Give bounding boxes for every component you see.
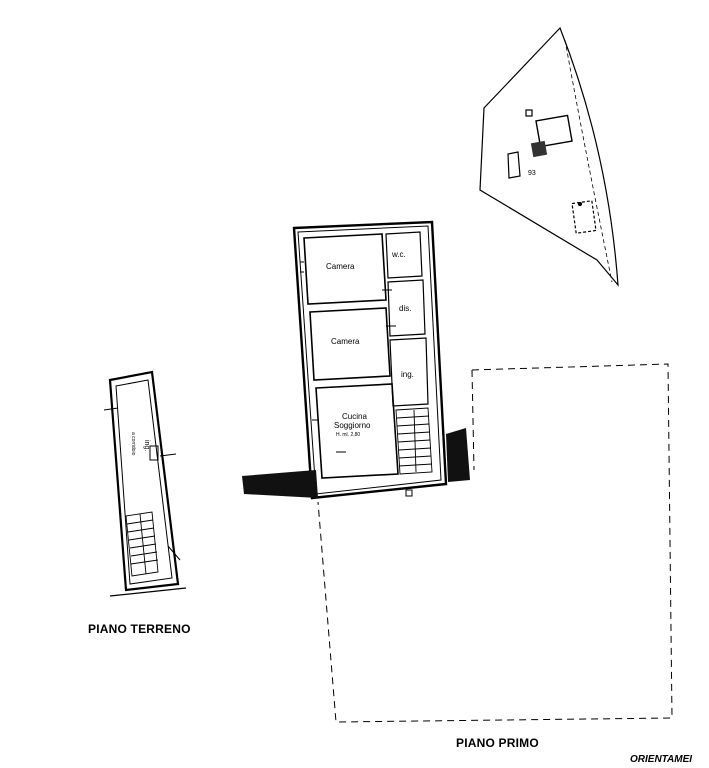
camera-top-outline [303,233,387,305]
parcel-number: 93 [528,170,536,177]
terrain-shade-left [242,470,318,498]
room-label-camera-top: Camera [326,262,355,271]
outer-wall [292,220,448,500]
site-hatched-area [530,140,548,158]
piano-terreno-plan [103,370,187,597]
ground-baseline [109,587,187,597]
terrace-outline [317,363,673,723]
terrace-edge [471,369,475,471]
wc-outline [385,231,423,279]
orientation-label: ORIENTAMEI [630,754,693,765]
ground-inner-wall [115,379,173,585]
terrain-shade-right [446,428,470,482]
room-label-soggiorno: Soggiorno [334,421,371,430]
cucina-outline [315,383,399,479]
ground-outer-wall [108,370,180,592]
room-label-ing: ing. [401,370,414,379]
piano-primo-plan [292,220,673,723]
title-piano-primo: PIANO PRIMO [456,736,539,750]
dis-outline [387,279,426,337]
site-point [577,201,583,207]
inner-wall-line [297,225,442,495]
room-label-camera-middle: Camera [331,337,360,346]
ground-label-ing: ing. [143,440,150,452]
pillar [405,489,413,497]
site-map [479,26,619,287]
ground-stairs [125,511,159,577]
camera-middle-outline [309,307,391,381]
site-small-box [525,109,533,117]
ing-outline [389,337,429,407]
ground-label-corridor: a corridoio [130,432,136,456]
site-annex [507,151,521,179]
doors [300,261,396,453]
title-piano-terreno: PIANO TERRENO [88,622,191,636]
site-building [535,114,573,148]
ground-door [103,407,119,411]
room-label-cucina: Cucina [342,412,367,421]
site-dashed-area [571,200,597,234]
ground-door-2 [159,453,177,457]
ground-column [149,445,159,461]
room-height-note: H. ml. 2,80 [336,432,361,438]
site-parcel-outline [479,26,619,287]
room-label-wc: w.c. [392,250,406,259]
ground-door-3 [167,545,181,561]
site-path [564,39,613,283]
stairs [395,407,433,475]
room-label-dis: dis. [399,304,412,313]
